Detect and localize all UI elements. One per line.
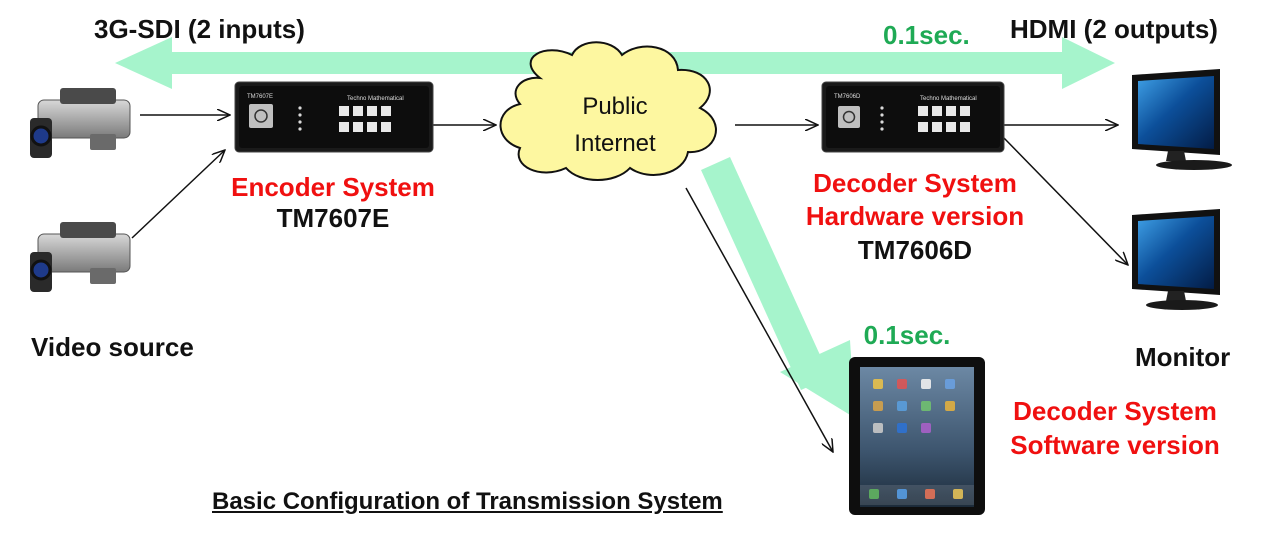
encoder-model-tag: TM7607E [247,94,273,100]
hdmi-outputs-label: HDMI (2 outputs) [1010,14,1218,44]
monitor-icon [1132,69,1232,170]
public-internet-cloud: Public Internet [499,41,717,181]
connector-cloud-tablet [685,187,833,452]
connector-decoder-monitor2 [1002,136,1128,265]
video-camera-icon [30,222,131,292]
decoder-model-tag: TM7606D [834,94,861,100]
decoder-sw-title: Decoder System [1013,396,1217,426]
power-button-icon [249,104,273,128]
decoder-hw-title: Decoder System [813,168,1017,198]
cloud-label-line2: Internet [574,130,656,157]
decoder-device: TM7606D Techno Mathematical [821,81,1005,153]
keypad-icon [339,106,391,132]
monitor-label: Monitor [1135,342,1231,372]
encoder-brand-tag: Techno Mathematical [347,96,404,102]
connector-camera2-encoder [131,150,225,239]
latency-label-top: 0.1sec. [883,20,970,50]
decoder-brand-tag: Techno Mathematical [920,96,977,102]
video-camera-icon [30,88,131,158]
encoder-device: TM7607E Techno Mathematical [234,81,434,153]
monitor-icon [1132,209,1220,310]
flow-arrow-to-tablet [701,157,855,418]
diagram-caption: Basic Configuration of Transmission Syst… [212,488,723,515]
connector-lines [131,115,1128,452]
sdi-inputs-label: 3G-SDI (2 inputs) [94,14,305,44]
decoder-hw-subtitle: Hardware version [805,201,1025,231]
decoder-hw-model: TM7606D [857,235,973,265]
encoder-model: TM7607E [276,203,390,233]
video-source-label: Video source [31,332,194,362]
cloud-label-line1: Public [582,93,647,120]
encoder-title: Encoder System [231,172,435,202]
latency-label-bottom: 0.1sec. [863,320,951,350]
tablet-icon [849,357,985,515]
power-button-icon [838,106,860,128]
decoder-sw-subtitle: Software version [1010,430,1220,460]
keypad-icon [918,106,970,132]
